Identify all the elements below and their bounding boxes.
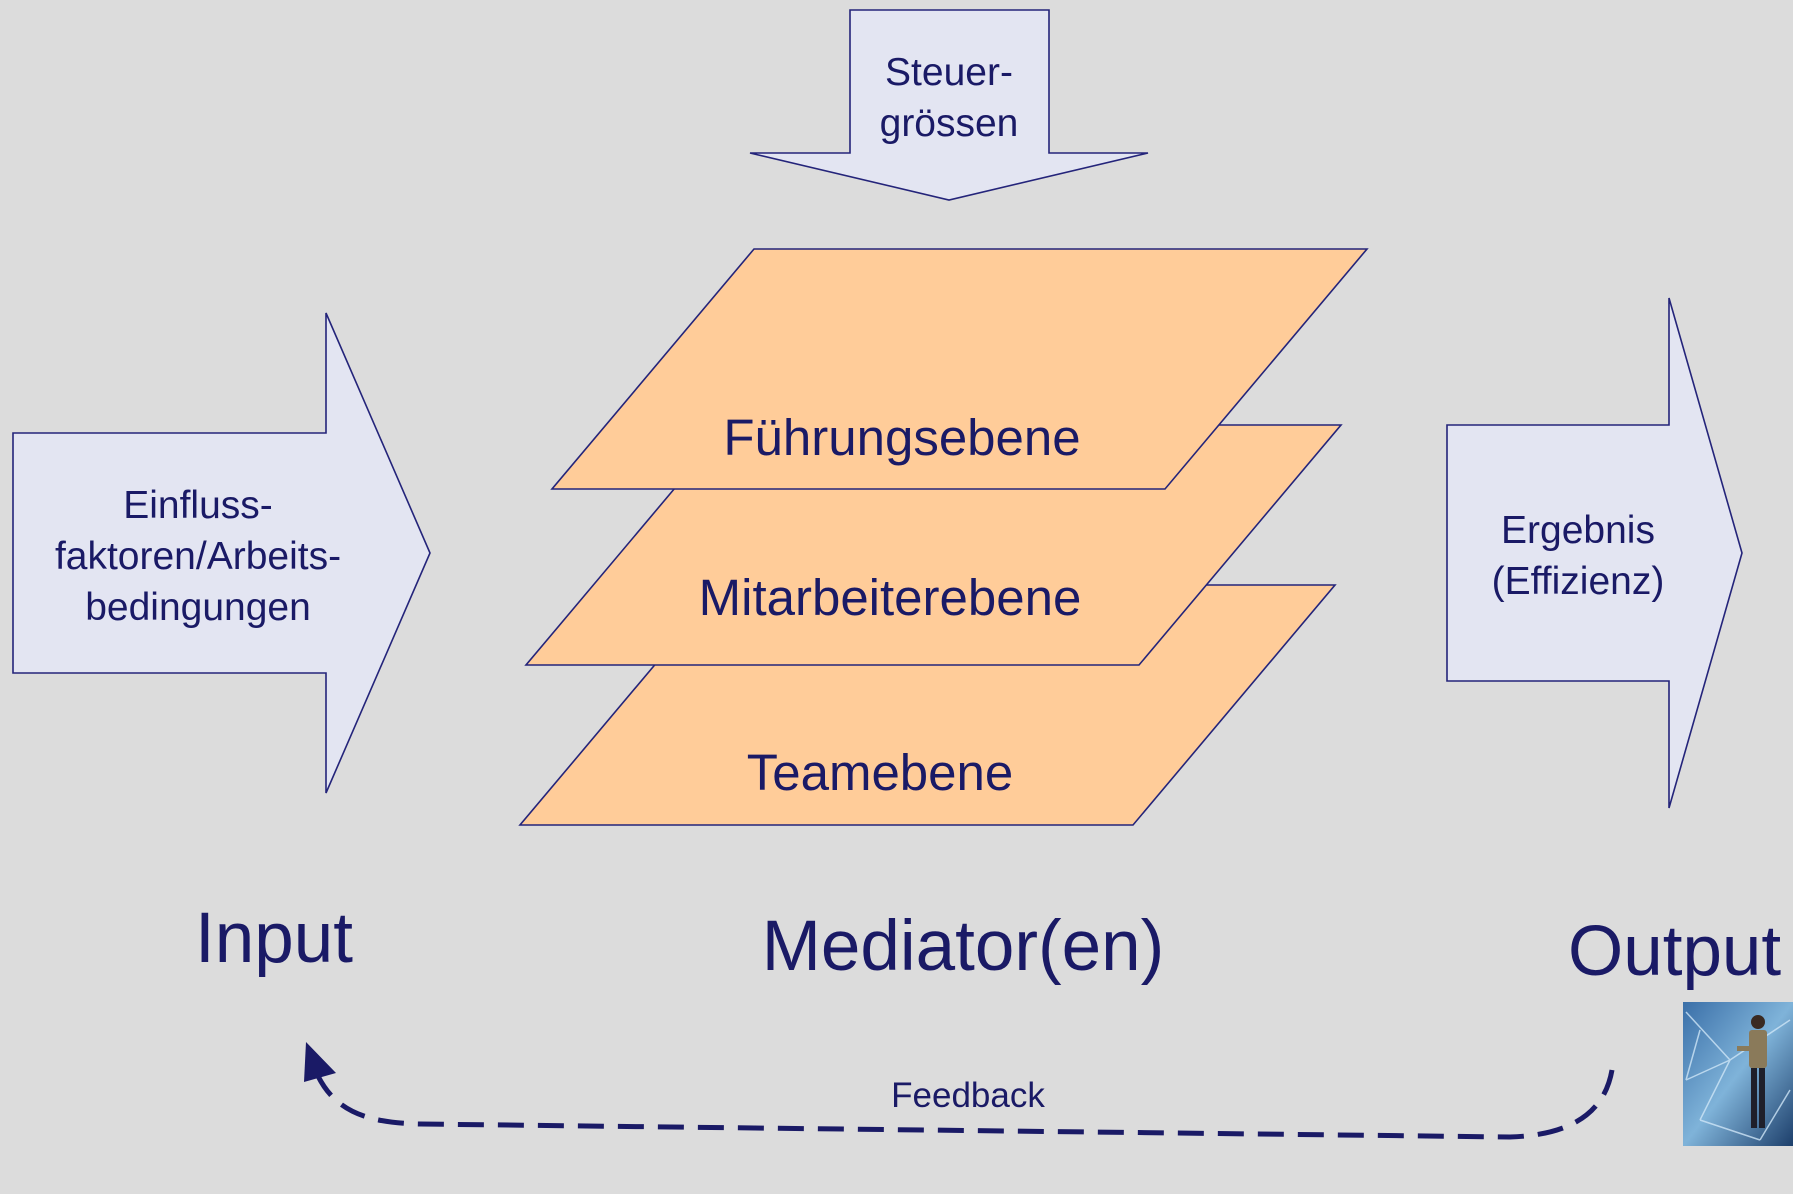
output-arrow: Ergebnis (Effizienz) [1446, 297, 1743, 809]
layer-leadership: Führungsebene [550, 248, 1369, 490]
feedback-arrow-head [304, 1042, 336, 1082]
input-arrow-label-line-3: bedingungen [85, 586, 311, 629]
input-arrow-label-line-1: Einfluss- [123, 484, 273, 527]
output-arrow-shape [1446, 297, 1743, 809]
stage-mediator-heading: Mediator(en) [762, 907, 1165, 986]
presenter-photo-background [1683, 1002, 1793, 1146]
stage-output-heading: Output [1568, 912, 1781, 991]
feedback-arrow-path [315, 1069, 1615, 1140]
presenter-photo [1683, 1002, 1793, 1146]
control-arrow-shape [749, 9, 1149, 201]
layer-leadership-label: Führungsebene [723, 409, 1080, 466]
output-arrow-label-line-2: (Effizienz) [1492, 560, 1665, 603]
input-arrow: Einfluss- faktoren/Arbeits- bedingungen [12, 312, 431, 794]
feedback-arrow: Feedback [304, 1042, 1615, 1140]
presenter-figure [1737, 1015, 1767, 1128]
layer-employee-label: Mitarbeiterebene [699, 569, 1082, 626]
control-arrow-label-line-2: grössen [880, 102, 1019, 145]
layer-team-label: Teamebene [747, 744, 1014, 801]
layer-leadership-shape [550, 248, 1369, 490]
control-arrow: Steuer- grössen [749, 9, 1149, 201]
output-arrow-label-line-1: Ergebnis [1501, 509, 1655, 552]
stage-input-heading: Input [195, 899, 353, 978]
control-arrow-label-line-1: Steuer- [885, 51, 1013, 94]
input-arrow-shape [12, 312, 431, 794]
feedback-label: Feedback [891, 1076, 1045, 1115]
input-arrow-label-line-2: faktoren/Arbeits- [55, 535, 341, 578]
